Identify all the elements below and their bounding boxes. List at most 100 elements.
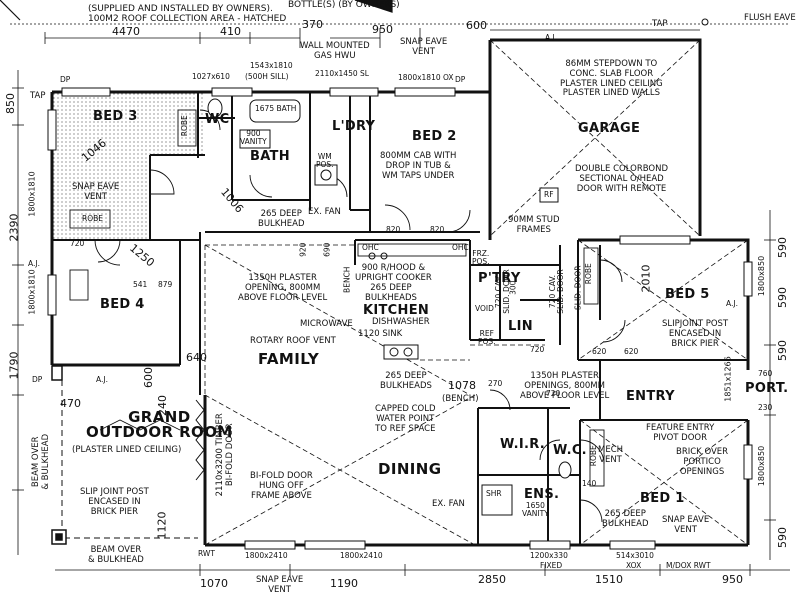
- dim-470-left: 470: [60, 397, 81, 410]
- snap-eave-top-note: SNAP EAVE VENT: [400, 37, 448, 57]
- xox-label: XOX: [626, 561, 642, 570]
- room-bed3: BED 3: [93, 109, 138, 124]
- dim-1851x1266: 1851x1266: [723, 356, 733, 402]
- dim-620-b: 620: [624, 347, 639, 356]
- dishwasher-note: DISHWASHER: [372, 317, 430, 327]
- room-wc2: W.C.: [553, 443, 587, 458]
- room-bed5: BED 5: [665, 287, 710, 302]
- slip-joint-r-note: SLIPJOINT POST ENCASED IN BRICK PIER: [662, 319, 729, 349]
- dp-top: DP: [455, 75, 466, 84]
- ohc-1: OHC: [362, 243, 379, 252]
- interior-walls: [52, 92, 748, 545]
- dim-4470: 4470: [112, 25, 140, 38]
- capped-water-note: CAPPED COLD WATER POINT TO REF SPACE: [375, 404, 436, 434]
- cav-720b-note: 720 CAV. SLID. DOOR: [547, 269, 565, 314]
- dim-140: 140: [582, 479, 597, 488]
- bifold-note: BI-FOLD DOOR HUNG OFF FRAME ABOVE: [250, 471, 313, 501]
- room-family: FAMILY: [258, 350, 320, 368]
- outdoor-room-boundary: [61, 380, 198, 539]
- bath-1675: 1675 BATH: [255, 104, 297, 113]
- shr-label: SHR: [486, 489, 502, 498]
- window-symbols: [47, 87, 753, 550]
- dimension-lines-left: [12, 70, 24, 555]
- dim-600: 600: [466, 19, 487, 32]
- snap-eave-left-note: SNAP EAVE VENT: [72, 182, 120, 202]
- dim-1078: 1078: [448, 379, 476, 392]
- dim-600-vert: 600: [142, 367, 155, 388]
- dim-2850: 2850: [478, 573, 506, 586]
- dim-720-b: 720: [530, 345, 545, 354]
- rwt-bottom: RWT: [198, 549, 215, 558]
- room-grand-outdoor: GRAND OUTDOOR ROOM: [86, 408, 233, 441]
- mdox-label: M/DOX RWT: [666, 561, 711, 570]
- cab-note: 800MM CAB WITH DROP IN TUB & WM TAPS UND…: [380, 151, 457, 181]
- rhood-note: 900 R/HOOD & UPRIGHT COOKER: [355, 263, 432, 283]
- dimension-lines-top: [10, 23, 790, 48]
- dim-541: 541: [133, 280, 148, 289]
- rotary-vent-note: ROTARY ROOF VENT: [250, 336, 336, 346]
- robe-bed4: ROBE: [82, 214, 103, 223]
- dim-370: 370: [302, 18, 323, 31]
- room-dining: DINING: [378, 460, 442, 478]
- dim-2390-left: 2390: [7, 213, 21, 242]
- rf-label: RF: [544, 190, 554, 199]
- beam-over-note: BEAM OVER & BULKHEAD: [88, 545, 144, 565]
- wm-pos: WM POS.: [316, 152, 334, 170]
- dim-2010: 2010: [639, 264, 653, 293]
- dim-920: 920: [298, 242, 308, 257]
- room-ens: ENS.: [524, 487, 560, 502]
- roof-area-note: 100M2 ROOF COLLECTION AREA - HATCHED: [88, 14, 287, 24]
- aj-outdoor: A.J.: [96, 375, 108, 384]
- dim-720-c: 720: [546, 389, 561, 398]
- mech-vent-note: MECH VENT: [598, 445, 624, 465]
- room-bed1: BED 1: [640, 491, 685, 506]
- dim-1510: 1510: [595, 573, 623, 586]
- cav-720-note: 720 CAV. SLID. DOOR: [493, 269, 511, 314]
- dim-820-b: 820: [430, 225, 445, 234]
- room-bath: BATH: [250, 149, 290, 164]
- roof-collection-hatch: [52, 92, 205, 240]
- dim-950: 950: [372, 23, 393, 36]
- feature-entry-note: FEATURE ENTRY PIVOT DOOR: [646, 423, 715, 443]
- robe-bed1: ROBE: [588, 445, 598, 467]
- vanity-900: 900 VANITY: [240, 129, 267, 147]
- slip-joint-l-note: SLIP JOINT POST ENCASED IN BRICK PIER: [80, 487, 149, 517]
- window-1543: 1543x1810: [250, 61, 293, 70]
- robe-bed5: ROBE: [583, 263, 593, 285]
- dim-590-b: 590: [776, 287, 789, 308]
- microwave-note: MICROWAVE: [300, 319, 353, 329]
- dim-410: 410: [220, 25, 241, 38]
- dp-top-left: DP: [60, 75, 71, 84]
- dim-1190: 1190: [330, 577, 358, 590]
- bench-note: (BENCH): [442, 394, 479, 404]
- bulkhead-265-note: 265 DEEP BULKHEAD: [258, 209, 305, 229]
- snap-eave-bottom-note: SNAP EAVE VENT: [256, 575, 304, 595]
- roof-note: (SUPPLIED AND INSTALLED BY OWNERS).: [88, 4, 273, 14]
- outdoor-posts: [51, 365, 67, 545]
- garage-step-note: 86MM STEPDOWN TO CONC. SLAB FLOOR PLASTE…: [560, 59, 663, 99]
- bulkheads-left-note: 265 DEEP BULKHEADS: [380, 371, 432, 391]
- window-1027: 1027x610: [192, 72, 230, 81]
- dim-590-c: 590: [776, 340, 789, 361]
- dp-left: DP: [32, 375, 43, 384]
- snap-eave-bed1-note: SNAP EAVE VENT: [662, 515, 710, 535]
- room-port: PORT.: [745, 381, 789, 396]
- dim-590-a: 590: [776, 237, 789, 258]
- room-wc: WC: [205, 112, 230, 127]
- dim-950-bottom: 950: [722, 573, 743, 586]
- dim-820-a: 820: [386, 225, 401, 234]
- dim-1800x1810-left2: 1800x1810: [27, 269, 37, 315]
- bifold-door: [195, 399, 205, 481]
- dim-1790-left: 1790: [7, 351, 21, 380]
- tap-left: TAP: [30, 91, 46, 101]
- dimension-lines-right: [764, 210, 776, 560]
- wall-gas-note: WALL MOUNTED GAS HWU: [300, 41, 370, 61]
- opening-1350-note: 1350H PLASTER OPENING, 800MM ABOVE FLOOR…: [238, 273, 328, 303]
- window-500sill: (500H SILL): [245, 72, 289, 81]
- room-wir: W.I.R.: [500, 437, 545, 452]
- dim-620-a: 620: [592, 347, 607, 356]
- dim-514x3010: 514x3010: [616, 551, 654, 560]
- opening-1350b-note: 1350H PLASTER OPENINGS, 800MM ABOVE FLOO…: [520, 371, 610, 401]
- tap-top: TAP: [652, 19, 668, 29]
